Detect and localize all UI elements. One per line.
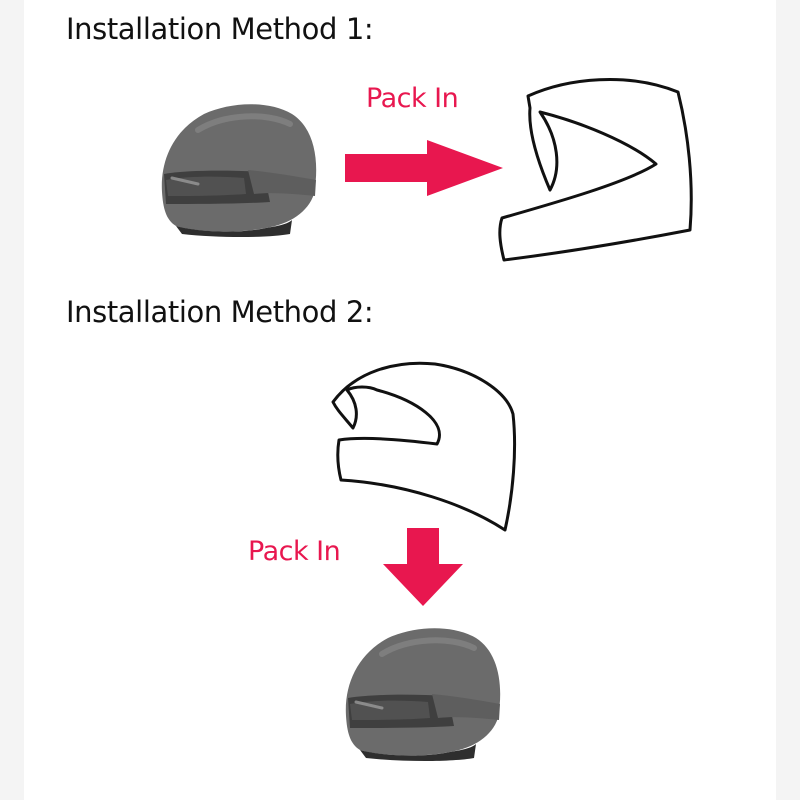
method-2-pack-in-label: Pack In (248, 536, 341, 567)
method-2-heading: Installation Method 2: (66, 295, 374, 329)
method-1-heading: Installation Method 1: (66, 12, 374, 46)
helmet-cover-outline-icon (498, 78, 693, 262)
helmet-icon (161, 104, 317, 237)
helmet-cover-outline-icon (331, 361, 517, 532)
method-1-pack-in-label: Pack In (366, 83, 459, 114)
arrow-down-icon (383, 528, 463, 606)
arrow-right-icon (345, 140, 503, 196)
helmet-icon (345, 628, 501, 761)
